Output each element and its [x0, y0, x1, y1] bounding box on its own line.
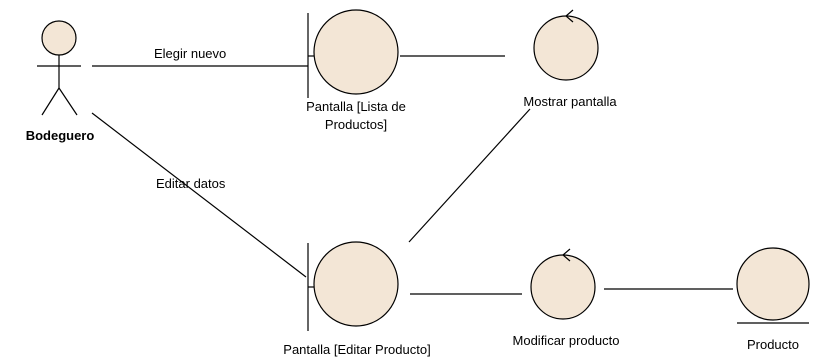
- link-label-elegir-nuevo: Elegir nuevo: [154, 46, 226, 61]
- control-label: Mostrar pantalla: [523, 94, 617, 109]
- control-circle: [530, 254, 596, 320]
- entity-label: Producto: [747, 337, 799, 352]
- link-editar-mostrar: [408, 108, 531, 243]
- actor-label: Bodeguero: [26, 128, 95, 143]
- entity-circle: [736, 247, 810, 321]
- control-arrow: [562, 248, 571, 262]
- actor-right-leg: [58, 87, 78, 116]
- control-label: Modificar producto: [513, 333, 620, 348]
- control-circle: [533, 15, 599, 81]
- control-mostrar-pantalla: Mostrar pantalla: [523, 9, 617, 109]
- boundary-label-line-1: Pantalla [Lista de: [306, 99, 406, 114]
- control-arrow: [565, 9, 574, 23]
- boundary-editar-producto: Pantalla [Editar Producto]: [283, 241, 431, 357]
- control-modificar-producto: Modificar producto: [513, 248, 620, 348]
- link-label-editar-datos: Editar datos: [156, 176, 226, 191]
- boundary-label: Pantalla [Editar Producto]: [283, 342, 430, 357]
- link-actor-editar: [91, 112, 307, 278]
- boundary-circle: [313, 9, 399, 95]
- actor-bodeguero: Bodeguero: [26, 20, 95, 143]
- entity-producto: Producto: [736, 247, 810, 352]
- actor-head: [41, 20, 77, 56]
- boundary-label-line-2: Productos]: [325, 117, 387, 132]
- actor-left-leg: [41, 87, 60, 116]
- boundary-circle: [313, 241, 399, 327]
- boundary-lista-productos: Pantalla [Lista de Productos]: [306, 9, 406, 132]
